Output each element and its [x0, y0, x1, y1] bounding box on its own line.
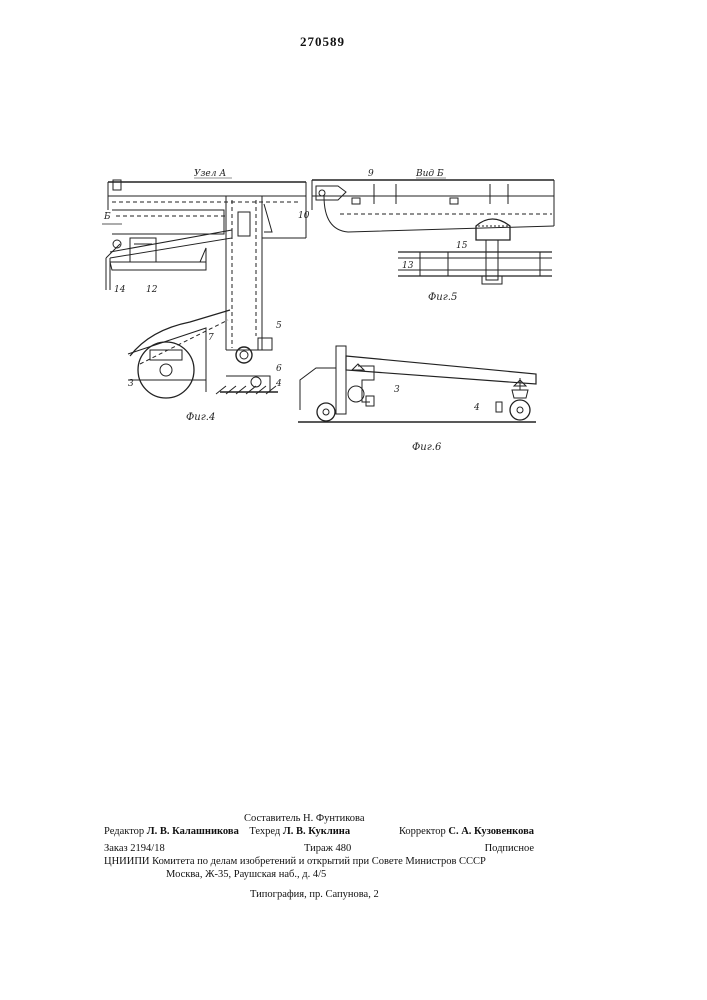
circulation: Тираж 480 [304, 842, 351, 855]
part-number-9: 9 [368, 169, 374, 179]
order-line: Заказ 2194/18 Тираж 480 Подписное [104, 842, 534, 855]
part-number-3: 3 [128, 379, 134, 389]
part-number-5: 5 [276, 321, 282, 331]
fig6-caption: Фиг.6 [412, 442, 442, 453]
corrector-prefix: Корректор [399, 826, 446, 837]
techred-prefix: Техред [249, 826, 280, 837]
compiler-line: Составитель Н. Фунтикова [244, 812, 674, 825]
printing-line: Типография, пр. Сапунова, 2 [250, 888, 680, 901]
fig6-part-number-4: 4 [473, 403, 480, 413]
institute-line: ЦНИИПИ Комитета по делам изобретений и о… [104, 855, 534, 868]
editor-prefix: Редактор [104, 826, 144, 837]
part-number-10: 10 [298, 211, 310, 221]
part-number-14: 14 [114, 285, 126, 295]
editor-name: Л. В. Калашникова [147, 826, 239, 837]
node-a-label: Узел А [194, 169, 226, 179]
part-number-7: 7 [208, 333, 214, 343]
subscription: Подписное [485, 842, 534, 855]
techred-name: Л. В. Куклина [283, 826, 350, 837]
view-b-label: Вид Б [415, 169, 444, 179]
arrow-b-label: Б [103, 212, 111, 222]
fig5-caption: Фиг.5 [428, 292, 457, 303]
part-number-6: 6 [276, 364, 282, 374]
credits-line: Редактор Л. В. Калашникова Техред Л. В. … [104, 825, 534, 838]
part-number-13: 13 [402, 261, 414, 271]
figure-5-drawing [312, 180, 554, 284]
part-number-4: 4 [275, 379, 282, 389]
order-number: Заказ 2194/18 [104, 843, 165, 854]
figure-6-drawing [298, 346, 536, 422]
fig6-part-number-3: 3 [394, 385, 400, 395]
fig4-caption: Фиг.4 [186, 412, 215, 423]
corrector-name: С. А. Кузовенкова [448, 826, 534, 837]
part-number-12: 12 [146, 285, 158, 295]
address-line: Москва, Ж-35, Раушская наб., д. 4/5 [166, 868, 596, 881]
part-number-15: 15 [456, 241, 468, 251]
